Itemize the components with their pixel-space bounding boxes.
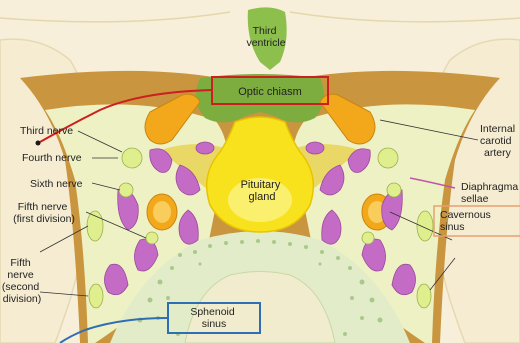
fourth-nerve-label: Fourth nerve [22, 152, 82, 164]
third-nerve-label: Third nerve [20, 125, 73, 137]
sixth-nerve-label: Sixth nerve [30, 178, 83, 190]
optic-chiasm-pointer-dot [36, 141, 41, 146]
right-intercavernous-vessel [306, 142, 324, 154]
optic-chiasm-label: Optic chiasm [238, 86, 302, 98]
left-intercavernous-vessel [196, 142, 214, 154]
left-carotid-lumen [153, 201, 171, 223]
fifth-nerve-first-division-label: Fifth nerve (first division) [13, 201, 75, 225]
